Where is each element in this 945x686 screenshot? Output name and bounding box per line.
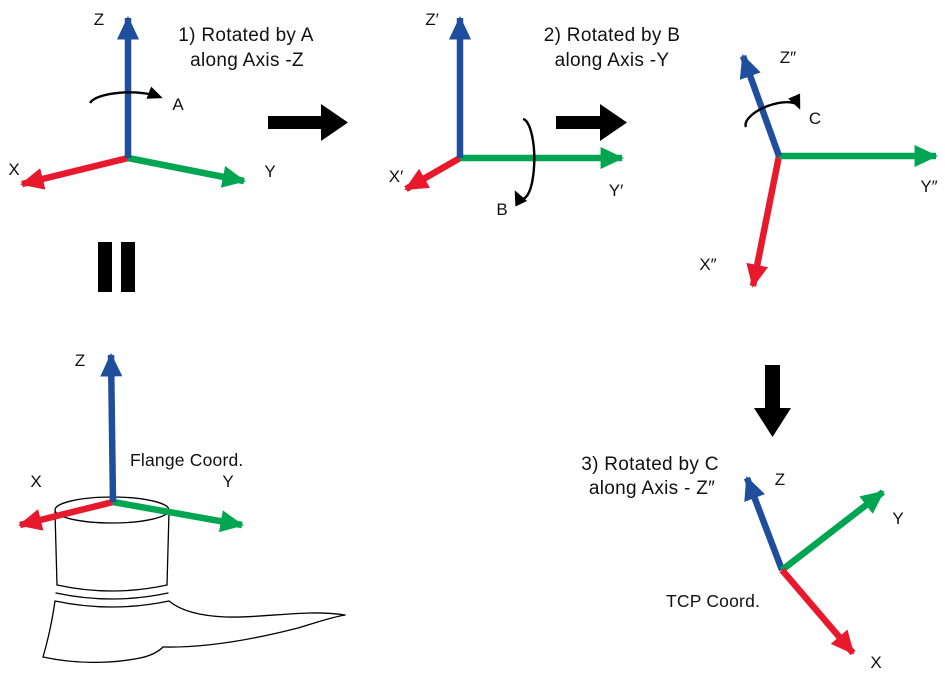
flange-x-label: X: [30, 472, 41, 491]
tcp-y-axis: [780, 489, 885, 573]
step1-x-axis: [20, 154, 129, 190]
equivalence-bar-left: [98, 242, 112, 292]
step1-frame: 1) Rotated by A along Axis -Z Z X Y A: [8, 10, 313, 190]
flange-x-axis: [18, 498, 114, 531]
tcp-y-label: Y: [892, 509, 903, 528]
step3-z-label: Z″: [780, 48, 796, 67]
tcp-z-axis: [743, 476, 786, 572]
step1-rotation-arc: [88, 86, 163, 104]
step3-angle-label: C: [809, 109, 821, 128]
step1-z-label: Z: [94, 10, 104, 29]
tcp-caption: TCP Coord.: [666, 591, 760, 611]
flange-z-axis: [100, 353, 123, 503]
step2-rotation-arc: [514, 117, 536, 207]
step3-y-label: Y″: [920, 177, 937, 196]
flange-z-label: Z: [75, 351, 85, 370]
step1-angle-label: A: [172, 95, 184, 114]
body-bottom-edge: [42, 646, 164, 664]
robot-flange-sketch: [42, 496, 346, 664]
flange-band-3: [54, 600, 170, 608]
step3-z-axis: [739, 54, 783, 158]
equivalence-icon: [98, 242, 135, 292]
flange-frame: Z X Y Flange Coord.: [18, 351, 346, 664]
flange-side-right: [166, 511, 170, 586]
step2-caption-line1: 2) Rotated by B: [544, 25, 681, 46]
arm-upper-contour: [168, 600, 346, 618]
flange-caption: Flange Coord.: [130, 450, 244, 470]
step1-x-label: X: [8, 160, 19, 179]
step2-caption-line2: along Axis -Y: [555, 50, 670, 71]
step1-y-label: Y: [264, 162, 275, 181]
flange-y-axis: [112, 498, 244, 533]
body-left-edge: [42, 600, 56, 658]
step1-y-axis: [127, 154, 246, 188]
flange-band-2: [55, 592, 169, 600]
step1-caption-line1: 1) Rotated by A: [178, 25, 313, 46]
step2-x-axis: [404, 155, 462, 192]
step2-frame: 2) Rotated by B along Axis -Y Z′ X′ Y′ B: [389, 10, 681, 219]
flange-y-label: Y: [222, 472, 233, 491]
flange-band-1: [56, 584, 168, 592]
step2-z-label: Z′: [425, 10, 439, 29]
arm-lower-contour: [162, 614, 346, 648]
flow-down-arrow: [754, 365, 791, 437]
tcp-frame: 3) Rotated by C along Axis - Z″ Z Y X TC…: [581, 454, 903, 672]
flow-right-arrow-2: [556, 104, 627, 141]
step3-frame: Z″ Y″ X″ C: [699, 48, 938, 288]
tcp-x-axis: [779, 567, 856, 656]
step2-x-label: X′: [389, 167, 404, 186]
tcp-z-label: Z: [775, 470, 785, 489]
flow-right-arrow-1: [268, 104, 348, 141]
step1-caption-line2: along Axis -Z: [190, 50, 304, 71]
step2-angle-label: B: [496, 200, 507, 219]
step2-y-label: Y′: [609, 181, 624, 200]
flange-side-left: [54, 511, 58, 586]
tcp-caption-line2: along Axis - Z″: [589, 478, 715, 499]
step3-rotation-arc: [744, 93, 801, 128]
equivalence-bar-right: [121, 242, 135, 292]
step3-x-label: X″: [699, 255, 716, 274]
tcp-x-label: X: [870, 653, 881, 672]
tcp-caption-line1: 3) Rotated by C: [581, 454, 719, 475]
step3-x-axis: [746, 155, 783, 288]
